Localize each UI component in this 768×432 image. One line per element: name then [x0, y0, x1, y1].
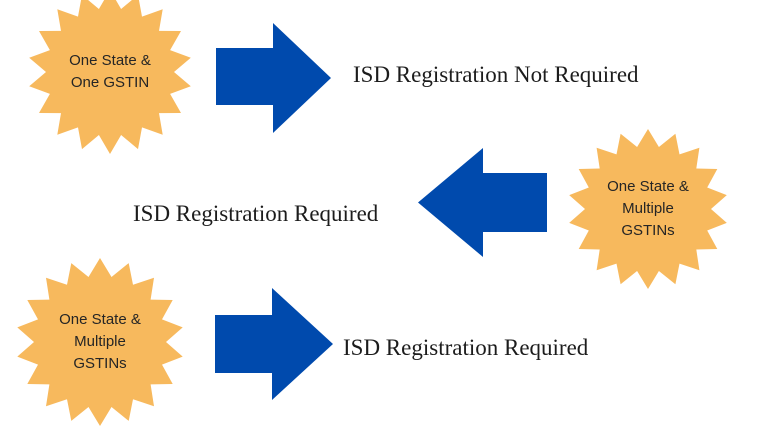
starburst-badge-multiple-gstins-right: One State & Multiple GSTINs — [568, 129, 728, 289]
badge-text: One State & Multiple GSTINs — [607, 176, 689, 242]
badge-line: One State & — [607, 178, 689, 195]
starburst-icon — [569, 129, 727, 289]
right-arrow-icon — [216, 23, 331, 133]
result-label-required-bottom: ISD Registration Required — [343, 335, 589, 360]
badge-line: One GSTIN — [70, 74, 150, 91]
badge-text: One State & One GSTIN — [69, 50, 151, 94]
starburst-badge-multiple-gstins-left: One State & Multiple GSTINs — [16, 258, 184, 426]
badge-line: GSTINs — [73, 355, 127, 372]
badge-line: Multiple — [74, 333, 126, 350]
starburst-icon — [29, 0, 191, 154]
right-arrow-icon — [215, 288, 333, 400]
result-label-required-middle: ISD Registration Required — [133, 201, 379, 226]
badge-line: One State & — [59, 311, 141, 328]
badge-line: One State & — [69, 52, 151, 69]
result-label-not-required: ISD Registration Not Required — [353, 62, 639, 87]
badge-text: One State & Multiple GSTINs — [59, 309, 141, 375]
left-arrow-icon — [418, 148, 547, 257]
starburst-icon — [17, 258, 183, 426]
badge-line: Multiple — [622, 200, 674, 217]
badge-line: GSTINs — [621, 222, 675, 239]
starburst-badge-one-gstin: One State & One GSTIN — [28, 0, 192, 154]
